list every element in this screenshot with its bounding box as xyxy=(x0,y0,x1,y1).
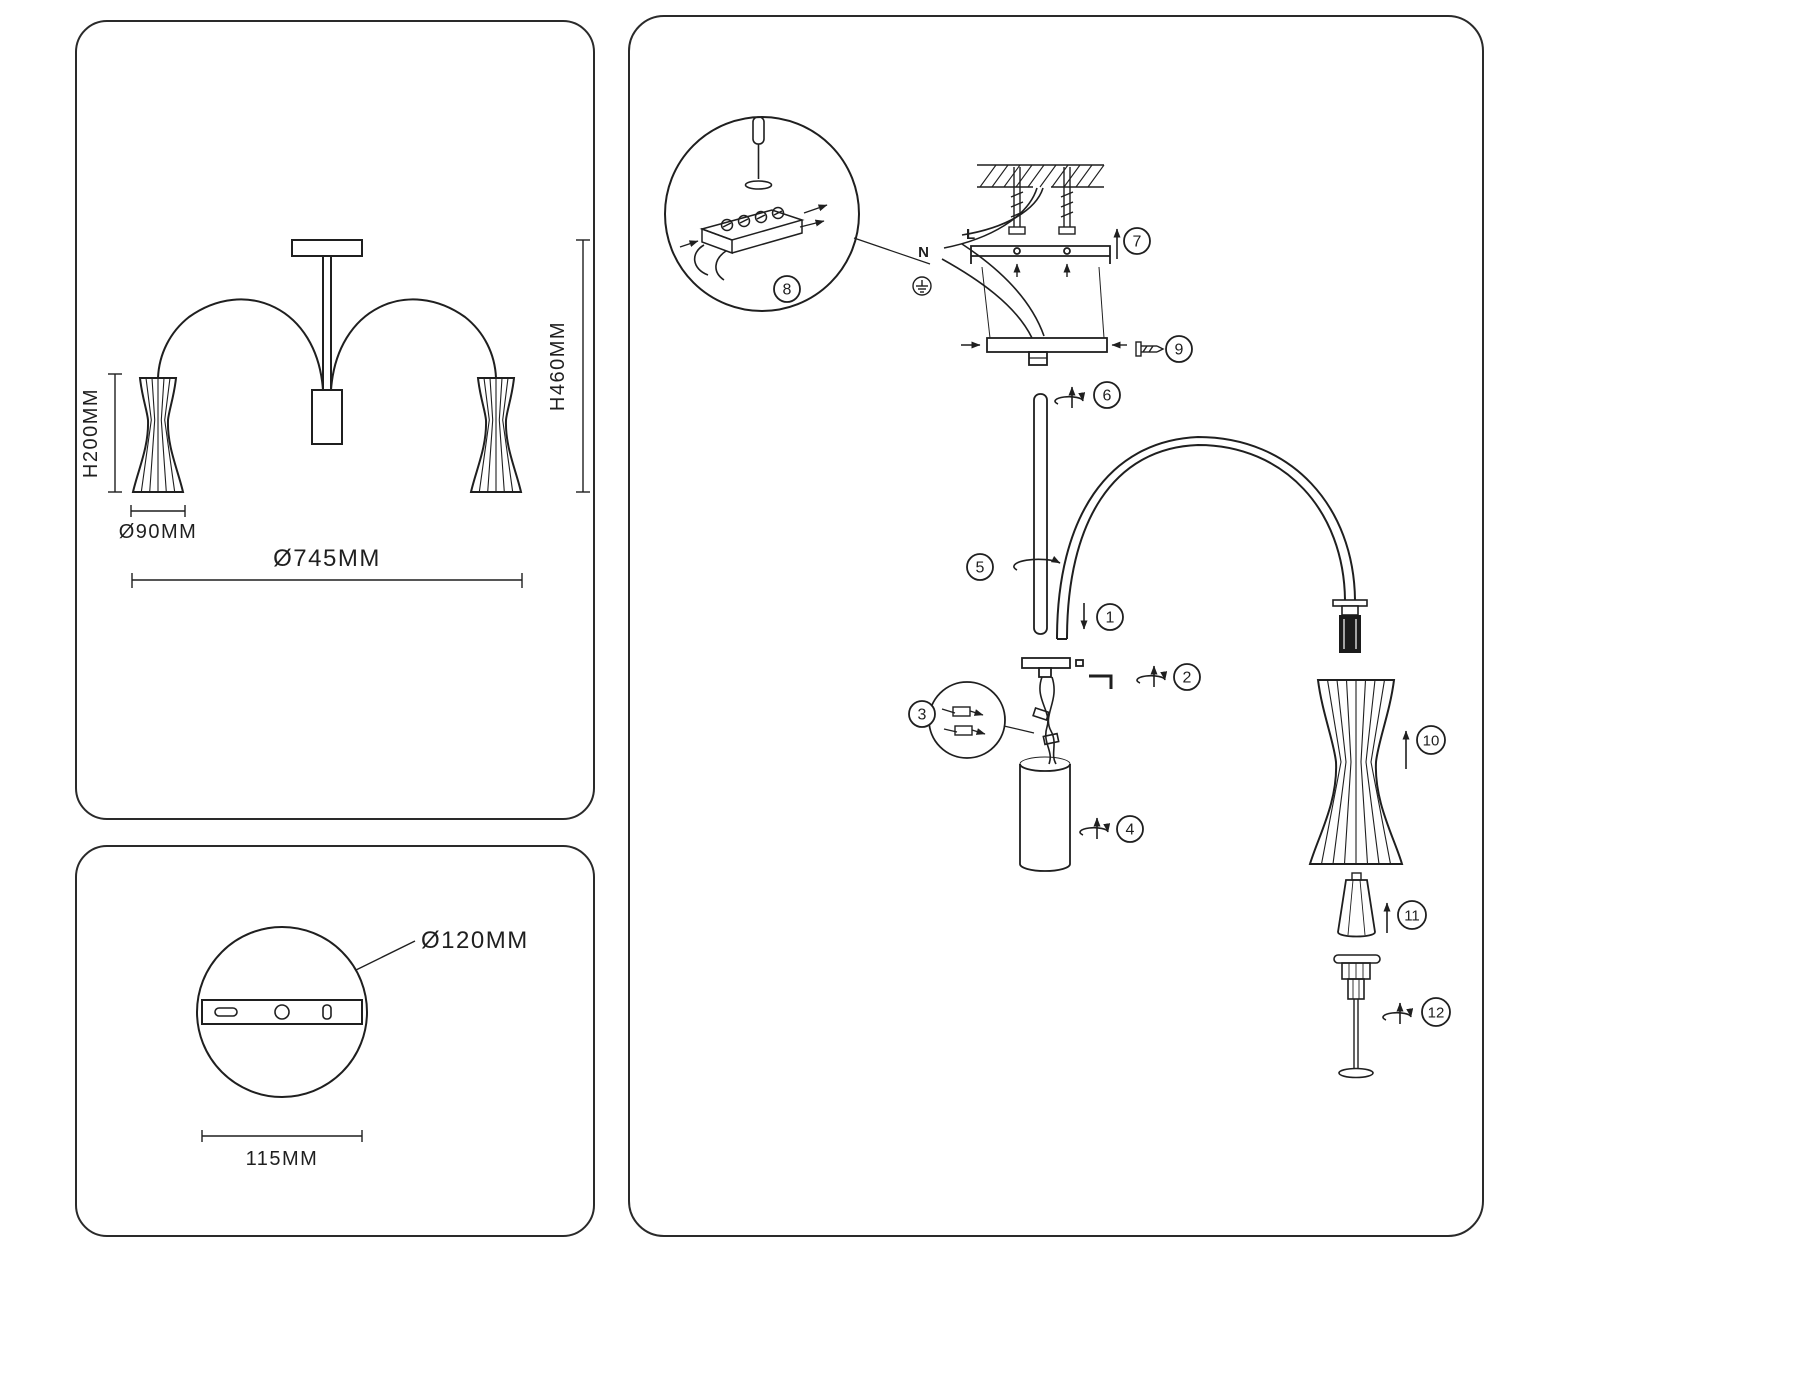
mount-width-label: 115MM xyxy=(246,1148,319,1170)
canopy-part xyxy=(961,266,1127,366)
mount-bar xyxy=(201,999,363,1025)
step-marker-9: 9 xyxy=(1165,335,1193,363)
shade-diameter-label: Ø90MM xyxy=(119,521,198,543)
arm-socket xyxy=(1332,599,1368,653)
svg-text:5: 5 xyxy=(976,560,985,577)
dimension-panel: H200MM Ø90MM H460MM Ø745MM xyxy=(75,20,595,820)
inner-diffuser xyxy=(1337,872,1376,938)
curved-arm xyxy=(1056,435,1356,640)
step-marker-1: 1 xyxy=(1096,603,1124,631)
svg-text:10: 10 xyxy=(1423,733,1440,750)
step-marker-10: 10 xyxy=(1416,725,1446,755)
svg-text:9: 9 xyxy=(1175,342,1184,359)
step-marker-4: 4 xyxy=(1116,815,1144,843)
slot-hole xyxy=(214,1007,238,1017)
rotate-icon-step6 xyxy=(1055,387,1083,408)
detail-wire-1 xyxy=(693,244,709,276)
svg-text:6: 6 xyxy=(1103,388,1112,405)
ceiling-screw-right xyxy=(1058,167,1076,235)
left-shade xyxy=(131,377,185,493)
shade-height-label: H200MM xyxy=(80,388,102,478)
pleated-shade xyxy=(1308,679,1404,865)
step-marker-2: 2 xyxy=(1173,663,1201,691)
base-plate-outline xyxy=(196,926,416,1142)
fixture-width-label: Ø745MM xyxy=(273,545,381,572)
connector-detail-bubble xyxy=(928,681,1035,759)
dimension-lines xyxy=(108,239,590,588)
svg-text:4: 4 xyxy=(1126,822,1135,839)
step-marker-3: 3 xyxy=(908,700,936,728)
supply-wires xyxy=(941,187,1045,339)
arm-holder-plate xyxy=(1021,657,1084,678)
ceiling-section xyxy=(977,164,1105,188)
terminal-block xyxy=(699,206,805,255)
mounting-bracket xyxy=(970,245,1111,277)
step-marker-6: 6 xyxy=(1093,381,1121,409)
step-marker-11: 11 xyxy=(1397,900,1427,930)
step-marker-7: 7 xyxy=(1123,227,1151,255)
step-marker-8: 8 xyxy=(773,275,801,303)
rotate-icon-step5 xyxy=(1013,555,1061,571)
svg-text:12: 12 xyxy=(1428,1005,1445,1022)
step-marker-5: 5 xyxy=(966,553,994,581)
leader-line xyxy=(355,940,416,971)
fixture-outline xyxy=(157,239,497,445)
rotate-icon-step12 xyxy=(1383,1003,1411,1024)
socket-wires xyxy=(1032,676,1060,765)
neutral-wire-label: N xyxy=(918,244,929,261)
right-arm xyxy=(330,298,497,391)
assembly-drawing: N L xyxy=(664,116,1451,1079)
canopy-circle xyxy=(196,926,368,1098)
side-screw-icon xyxy=(1135,341,1165,357)
base-plate-panel: Ø120MM 115MM xyxy=(75,845,595,1237)
stem-cylinder xyxy=(1019,756,1071,872)
side-hole xyxy=(322,1004,332,1020)
svg-text:2: 2 xyxy=(1183,670,1192,687)
live-wire-label: L xyxy=(966,226,975,243)
screwdriver-icon xyxy=(744,116,773,190)
rotate-icon-step2 xyxy=(1137,666,1165,687)
center-body xyxy=(311,389,343,445)
allen-key-icon xyxy=(1089,674,1113,689)
center-hole xyxy=(274,1004,290,1020)
ceiling-plate xyxy=(291,239,363,257)
fixture-height-label: H460MM xyxy=(547,321,569,411)
svg-text:1: 1 xyxy=(1106,610,1115,627)
left-arm xyxy=(157,298,324,391)
svg-text:3: 3 xyxy=(918,707,927,724)
svg-text:8: 8 xyxy=(783,282,792,299)
fixture-dimension-drawing: H200MM Ø90MM H460MM Ø745MM xyxy=(80,239,590,588)
lamp-holder xyxy=(1333,954,1381,1079)
step-marker-12: 12 xyxy=(1421,997,1451,1027)
down-rod xyxy=(1033,393,1048,635)
wiring-detail-bubble xyxy=(664,116,931,312)
detail-leader-line xyxy=(853,237,931,265)
ground-symbol-icon xyxy=(912,276,932,296)
detail-wire-2 xyxy=(715,250,727,281)
rotate-icon-step4 xyxy=(1080,818,1108,839)
base-plate-drawing: Ø120MM 115MM xyxy=(196,926,529,1170)
svg-text:11: 11 xyxy=(1404,908,1420,925)
canopy-diameter-label: Ø120MM xyxy=(421,927,529,954)
right-shade xyxy=(469,377,523,493)
assembly-panel: N L xyxy=(628,15,1484,1237)
set-screw xyxy=(1075,659,1084,667)
svg-text:7: 7 xyxy=(1133,234,1142,251)
